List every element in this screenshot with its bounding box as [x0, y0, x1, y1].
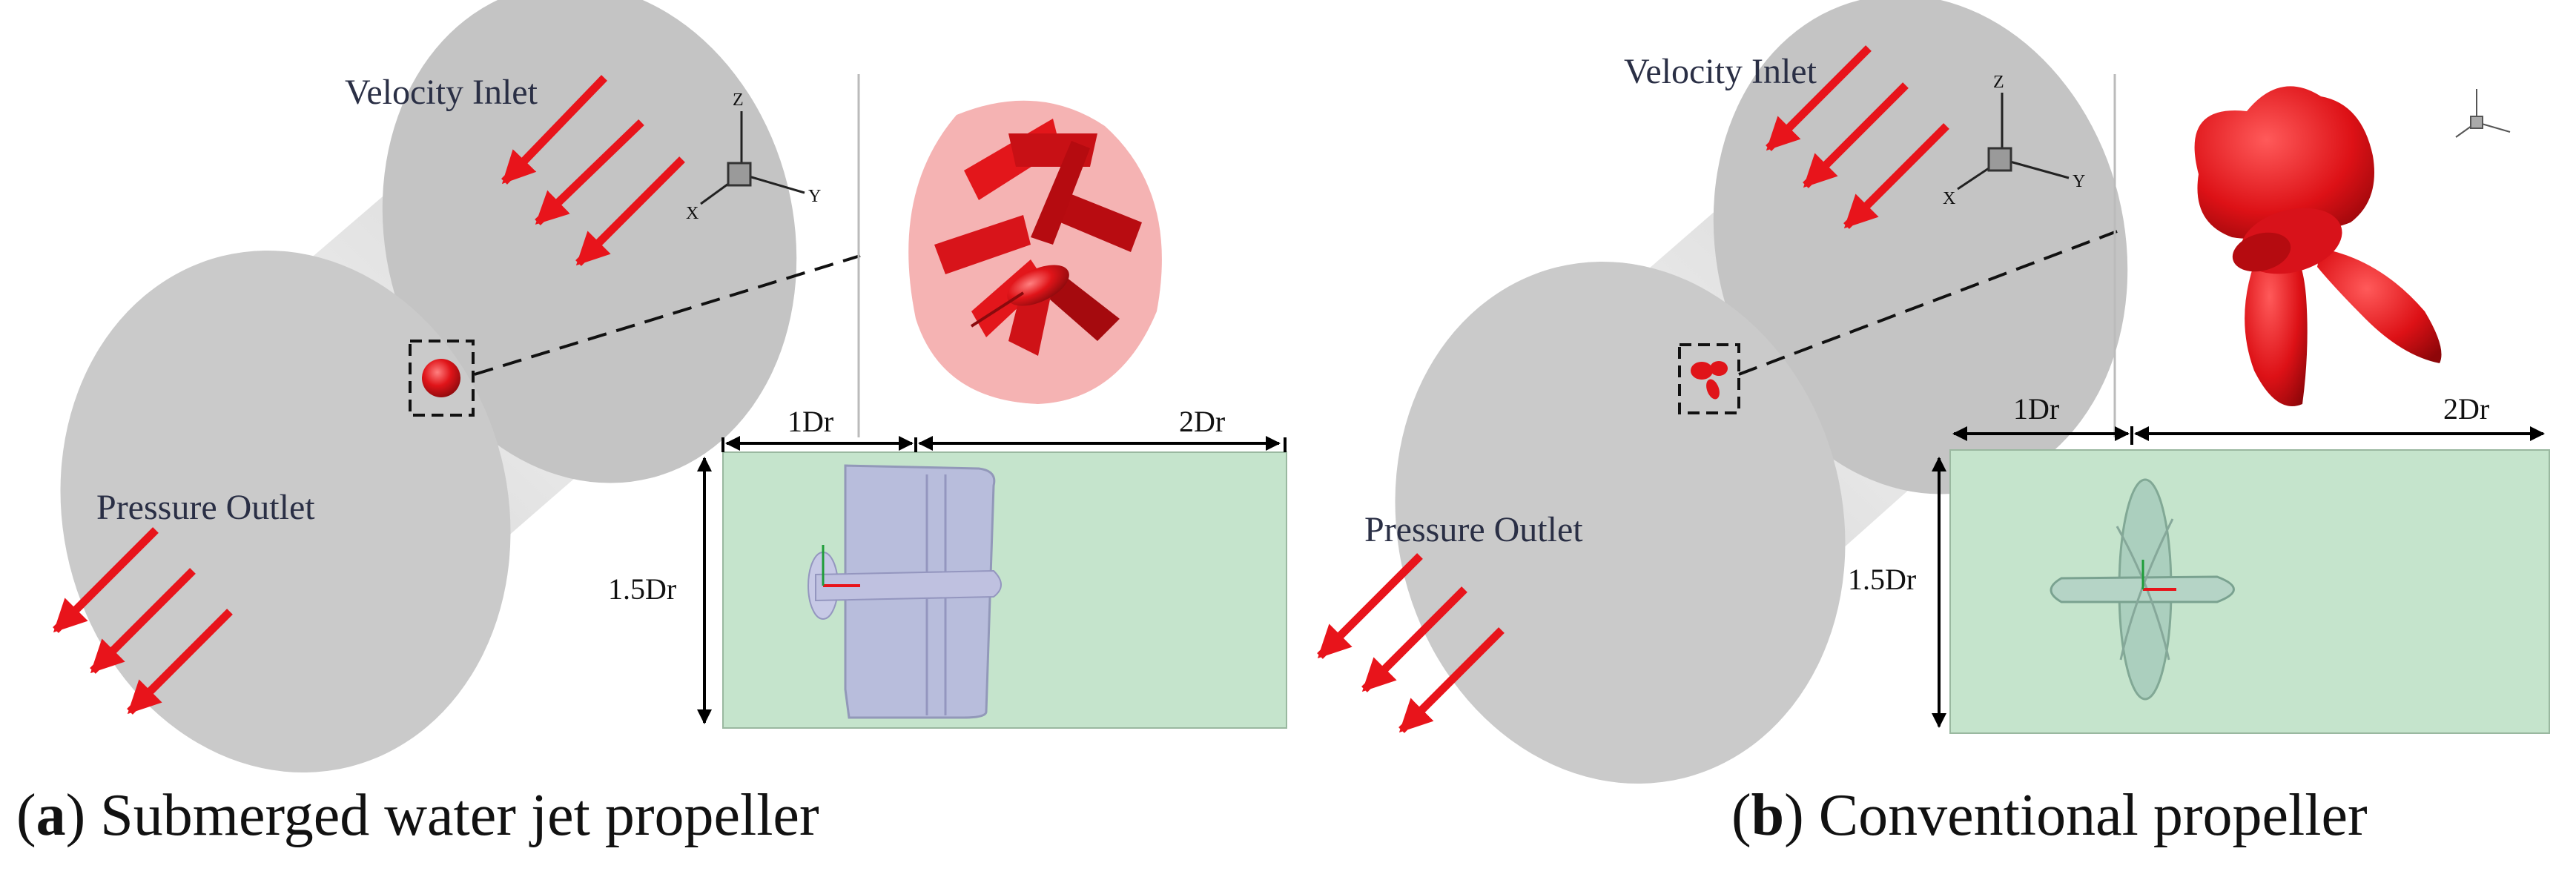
- caption-b-text: Conventional propeller: [1803, 783, 2368, 848]
- dimension-lines-b: [1932, 426, 2545, 728]
- cylinder-domain-a: [60, 0, 797, 773]
- panel-a: Velocity Inlet Pressure Outlet Z Y X: [53, 0, 1287, 773]
- dimension-lines-a: [697, 436, 1287, 724]
- caption-b-letter: b: [1751, 783, 1785, 848]
- pressure-outlet-label-a: Pressure Outlet: [96, 488, 315, 527]
- zoom-leader-line-b: [1738, 230, 2118, 376]
- inlet-arrows-b: [1766, 45, 1949, 229]
- inlet-arrows-a: [501, 75, 685, 266]
- panel-b: Velocity Inlet Pressure Outlet Z Y X: [1317, 0, 2550, 784]
- waterjet-side-view: [808, 464, 1002, 719]
- axis-y-label-a: Y: [808, 187, 821, 206]
- dim-2dr-label-b: 2Dr: [2443, 392, 2489, 426]
- caption-a: (a) Submerged water jet propeller: [16, 783, 819, 848]
- pressure-outlet-label-b: Pressure Outlet: [1364, 510, 1583, 549]
- dim-height-label-a: 1.5Dr: [608, 572, 676, 606]
- axis-y-label-b: Y: [2073, 172, 2085, 191]
- axis-z-label-b: Z: [1993, 73, 2004, 92]
- cylinder-domain-b: [1395, 0, 2128, 784]
- axis-z-label-a: Z: [733, 90, 744, 110]
- caption-b: (b) Conventional propeller: [1731, 783, 2368, 848]
- axis-x-label-b: X: [1943, 189, 1955, 208]
- dim-1dr-label-a: 1Dr: [787, 405, 833, 438]
- caption-a-text: Submerged water jet propeller: [85, 783, 819, 848]
- propeller-thumbnail-b: [1691, 361, 1728, 400]
- conventional-propeller-zoom-view: [2194, 86, 2442, 406]
- propeller-highlight-box-b: [1678, 343, 1740, 414]
- propeller-thumbnail-a: [422, 359, 460, 397]
- axis-x-label-a: X: [686, 204, 699, 223]
- caption-a-letter: a: [36, 783, 66, 848]
- zoom-leader-line-a: [474, 254, 861, 376]
- velocity-inlet-label-a: Velocity Inlet: [345, 73, 538, 112]
- velocity-inlet-label-b: Velocity Inlet: [1624, 52, 1817, 91]
- axis-triad-b: [1957, 93, 2070, 191]
- dim-2dr-label-a: 2Dr: [1179, 405, 1225, 438]
- propeller-highlight-box-a: [409, 340, 475, 417]
- propeller-side-view-b: [2050, 478, 2235, 701]
- outlet-arrows-a: [53, 527, 233, 715]
- waterjet-zoom-view: [908, 100, 1162, 404]
- axis-triad-inset-b: [2455, 89, 2511, 138]
- axis-triad-a: [700, 111, 805, 205]
- dim-height-label-b: 1.5Dr: [1848, 563, 1916, 596]
- side-view-domain-a: [722, 451, 1287, 729]
- outlet-arrows-b: [1317, 553, 1505, 733]
- dim-1dr-label-b: 1Dr: [2013, 392, 2059, 426]
- side-view-domain-b: [1949, 449, 2550, 734]
